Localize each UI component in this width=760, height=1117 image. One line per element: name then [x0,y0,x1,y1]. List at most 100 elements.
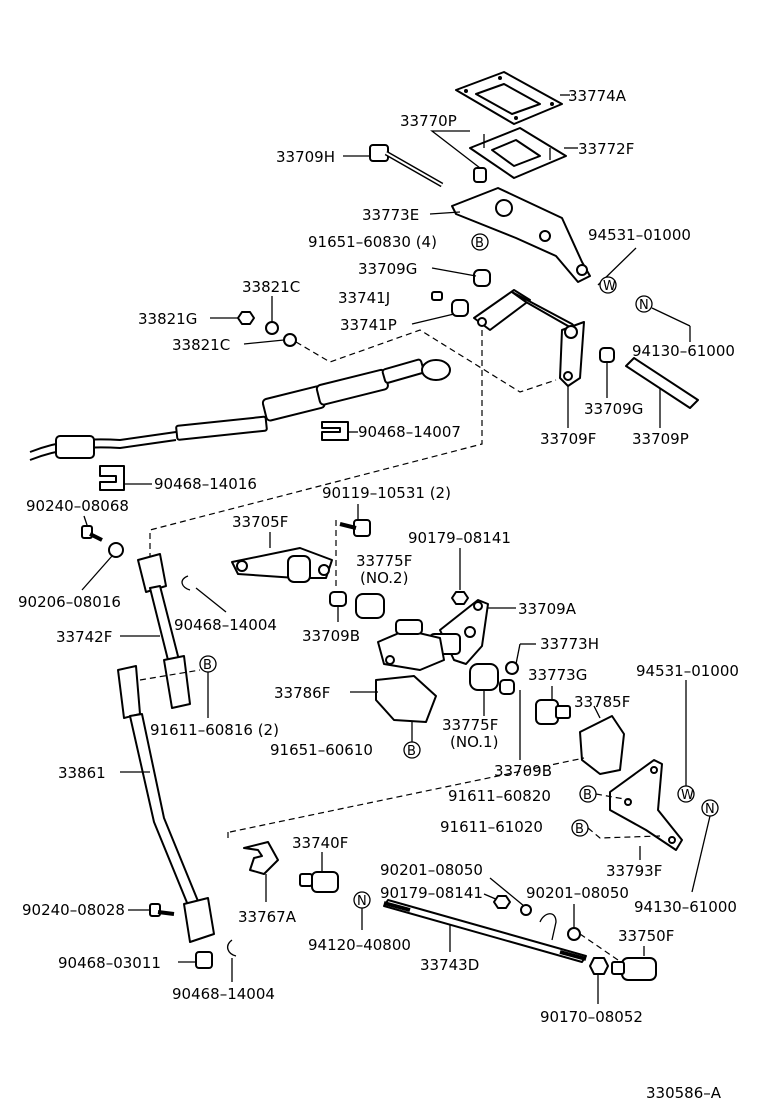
label-33705F: 33705F [232,513,288,531]
label-33821G: 33821G [138,310,197,328]
label-94531-top: 94531–01000 [588,226,691,244]
part-90119-10531-bolt [339,519,371,537]
label-33742F: 33742F [56,628,112,646]
label-90179-08141-bot: 90179–08141 [380,884,483,902]
part-33709H-bolt [369,144,444,188]
label-33741P: 33741P [340,316,397,334]
label-91651-60830: 91651–60830 (4) [308,233,437,251]
label-33709P: 33709P [632,430,689,448]
label-33709F: 33709F [540,430,596,448]
part-90468-03011 [195,951,213,969]
part-33821G-nut [237,311,255,325]
part-33742F-rod [137,553,191,709]
badge-b-91611-60816: B [199,655,217,673]
part-90179-08141-nut-top [451,591,469,605]
badge-b-91611-60820: B [579,785,597,803]
part-33821C-mid [283,333,297,347]
label-33773E: 33773E [362,206,419,224]
label-33709G-b: 33709G [584,400,643,418]
label-33786F: 33786F [274,684,330,702]
svg-text:W: W [603,279,616,294]
label-33772F: 33772F [578,140,634,158]
badge-w-mid: W [677,785,695,803]
label-33709B-bot: 33709B [494,762,552,780]
label-33774A: 33774A [568,87,627,105]
part-33709G-b [599,347,615,363]
part-33709G-a [473,269,491,287]
label-90240-08068: 90240–08068 [26,497,129,515]
label-33770P: 33770P [400,112,457,130]
badge-n-bot: N [701,799,719,817]
part-33786F-cover [375,675,437,723]
part-90201-08050-a [520,904,532,916]
label-94120-40800: 94120–40800 [308,936,411,954]
part-33773G-bushing [535,699,571,725]
svg-text:B: B [407,744,416,759]
badge-n-94120: N [353,891,371,909]
part-90468-14004-clip-bot [226,939,237,957]
part-33772F-plate [469,127,567,179]
label-94130-bot: 94130–61000 [634,898,737,916]
part-33750F-end [611,957,657,981]
part-33773E-bracket [451,187,591,283]
label-94531-mid: 94531–01000 [636,662,739,680]
label-90468-14004-bot: 90468–14004 [172,985,275,1003]
label-33821C-top: 33821C [242,278,300,296]
part-90240-08068-bolt [81,525,103,542]
part-90170-08052-nut [589,957,609,975]
label-33750F: 33750F [618,927,674,945]
part-33786F-shift [377,619,445,671]
label-90170-08052: 90170–08052 [540,1008,643,1026]
badge-b-91651-60610: B [403,741,421,759]
label-33740F: 33740F [292,834,348,852]
badge-b-91611-61020: B [571,819,589,837]
label-91611-61020: 91611–61020 [440,818,543,836]
part-33743D-rod [383,899,587,963]
part-33861-rod [117,665,215,943]
part-90468-14004-clip-top [181,575,191,591]
label-90206-08016: 90206–08016 [18,593,121,611]
part-90206-08016-washer [108,542,124,558]
label-91611-60816: 91611–60816 (2) [150,721,279,739]
label-33775F-no1: 33775F [442,716,498,734]
part-33793F-bracket [609,759,683,851]
svg-text:B: B [575,822,584,837]
part-33709F-lever [473,289,585,387]
part-90468-14007-clip [321,421,349,441]
label-33861: 33861 [58,764,106,782]
label-90468-14004-top: 90468–14004 [174,616,277,634]
label-33775F-no2: 33775F [356,552,412,570]
part-33709B-top [329,591,347,607]
part-33740F-joint [299,871,339,893]
label-90240-08028: 90240–08028 [22,901,125,919]
part-90468-14016-clip [99,465,125,491]
label-33767A: 33767A [238,908,297,926]
label-33743D: 33743D [420,956,479,974]
svg-text:B: B [475,236,484,251]
svg-text:N: N [639,298,649,313]
footer-diagram-code: 330586–A [646,1084,722,1102]
part-33821C-top [265,321,279,335]
part-33785F [579,715,625,775]
label-33785F: 33785F [574,693,630,711]
part-shift-cable [29,358,451,461]
part-33741P [451,299,469,317]
label-90201-08050-a: 90201–08050 [380,861,483,879]
label-90201-08050-b: 90201–08050 [526,884,629,902]
part-33775F-no1 [469,663,499,691]
badge-w-top: W [599,276,617,294]
label-91611-60820: 91611–60820 [448,787,551,805]
label-no2: (NO.2) [360,569,408,587]
svg-text:W: W [681,788,694,803]
label-90468-14007: 90468–14007 [358,423,461,441]
part-33709P-pin [625,357,699,409]
part-33770P [473,167,487,183]
badge-b-91651-60830: B [471,233,489,251]
svg-text:B: B [203,658,212,673]
label-33709A: 33709A [518,600,577,618]
part-33774A-plate [455,71,563,125]
part-33705F-arm [231,547,333,583]
part-90240-08028-bolt [149,903,175,917]
